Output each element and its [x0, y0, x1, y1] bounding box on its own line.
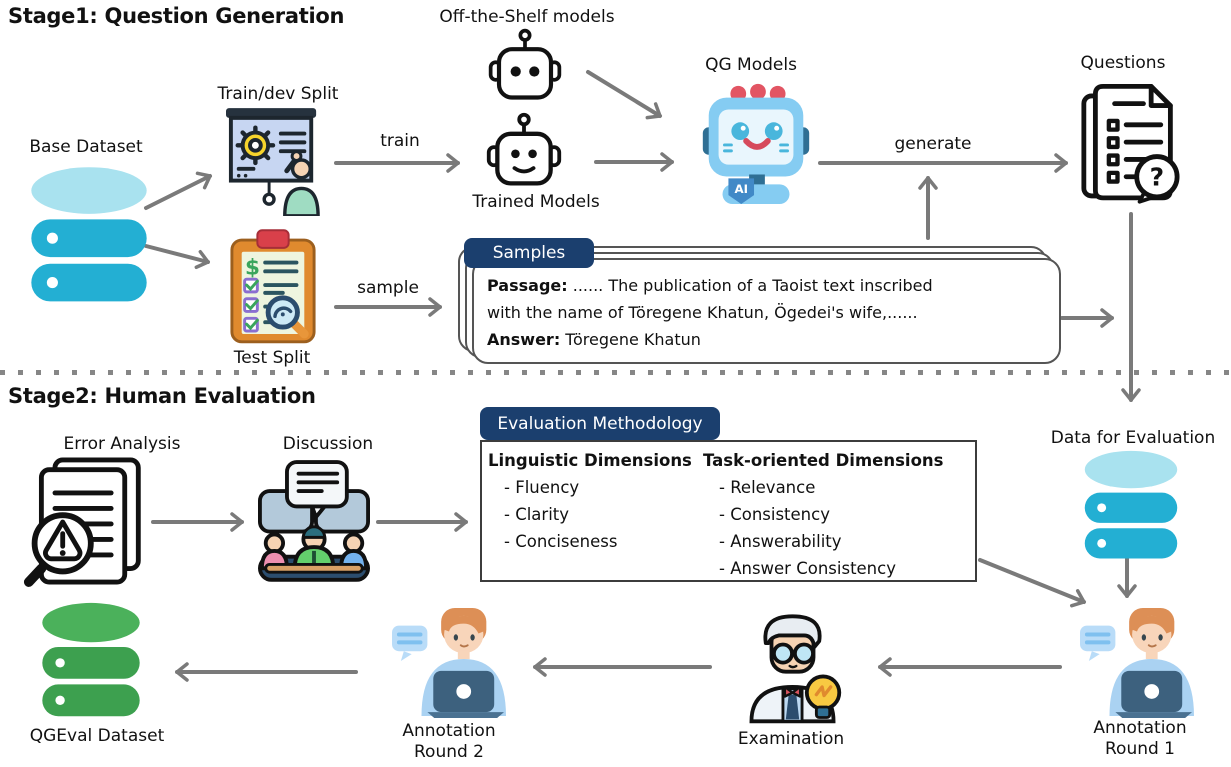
evaluation-methodology-box [480, 440, 977, 582]
discussion-label: Discussion [282, 434, 374, 454]
discussion-icon [258, 460, 370, 582]
task-item-answerability: - Answerability [719, 532, 842, 551]
qgeval-dataset-label: QGEval Dataset [29, 726, 165, 746]
linguistic-item-clarity: - Clarity [504, 505, 570, 524]
error-analysis-icon [23, 457, 141, 587]
error-analysis-label: Error Analysis [63, 434, 181, 454]
trained-models-label: Trained Models [472, 192, 600, 212]
samples-passage-line1: Passage: ...... The publication of a Tao… [487, 272, 933, 299]
task-oriented-dimensions-header: Task-oriented Dimensions [703, 451, 944, 470]
annotation-round2-person-icon [392, 607, 506, 718]
samples-passage-line2: with the name of Töregene Khatun, Ögedei… [487, 303, 918, 322]
base-dataset-database-icon [31, 167, 147, 302]
svg-text:$: $ [245, 255, 260, 280]
task-item-consistency: - Consistency [719, 505, 830, 524]
stage2-title: Stage2: Human Evaluation [8, 384, 316, 408]
qgeval-dataset-database-icon [42, 602, 140, 717]
data-for-evaluation-label: Data for Evaluation [1050, 428, 1216, 448]
arrow-offshelf-to-qg [586, 70, 662, 120]
test-split-clipboard-icon: $ [230, 229, 316, 344]
answer-text: Töregene Khatun [560, 330, 701, 349]
annotation-round1-person-icon [1080, 607, 1194, 718]
evaluation-methodology-title: Evaluation Methodology [497, 413, 703, 434]
trained-models-robot-icon [486, 112, 562, 186]
questions-label: Questions [1080, 53, 1166, 73]
base-dataset-label: Base Dataset [29, 137, 143, 157]
annotation-round2-label: Annotation Round 2 [402, 721, 495, 763]
linguistic-item-conciseness: - Conciseness [504, 532, 618, 551]
generate-edge-label: generate [894, 134, 972, 154]
linguistic-dimensions-header: Linguistic Dimensions [488, 451, 692, 470]
train-dev-split-label: Train/dev Split [217, 84, 339, 104]
arrow-base-to-traindev [144, 171, 212, 210]
samples-answer-line: Answer: Töregene Khatun [487, 326, 701, 353]
svg-text:?: ? [1150, 162, 1165, 191]
examination-label: Examination [737, 729, 845, 749]
examination-scientist-icon [749, 614, 842, 724]
samples-card-front [472, 258, 1061, 364]
task-item-answer-consistency: - Answer Consistency [719, 559, 896, 578]
passage-text-1: ...... The publication of a Taoist text … [567, 276, 933, 295]
answer-label: Answer: [487, 330, 561, 349]
annotation-round2-line2: Round 2 [413, 742, 485, 762]
task-oriented-dimensions-column: Task-oriented Dimensions - Relevance - C… [703, 447, 943, 582]
linguistic-item-fluency: - Fluency [504, 478, 580, 497]
off-the-shelf-robot-icon [488, 28, 562, 100]
train-dev-split-presentation-icon [226, 108, 320, 216]
qg-models-label: QG Models [705, 55, 797, 75]
sample-edge-label: sample [357, 278, 419, 298]
annotation-round1-line2: Round 1 [1104, 739, 1176, 759]
stage-divider-dotted-line [0, 370, 1231, 375]
task-item-relevance: - Relevance [719, 478, 816, 497]
annotation-round1-label: Annotation Round 1 [1093, 718, 1186, 760]
samples-tab-label: Samples [492, 243, 566, 263]
stage1-title: Stage1: Question Generation [8, 4, 345, 28]
qg-models-ai-robot-icon: AI [702, 83, 810, 205]
train-edge-label: train [380, 131, 420, 151]
samples-tab: Samples [464, 238, 594, 268]
off-the-shelf-label: Off-the-Shelf models [439, 7, 615, 27]
arrow-methodology-to-round1 [978, 558, 1086, 608]
data-for-evaluation-database-icon [1084, 450, 1178, 559]
evaluation-methodology-tab: Evaluation Methodology [480, 407, 720, 440]
questions-document-icon: ? [1081, 83, 1180, 204]
test-split-label: Test Split [233, 348, 311, 368]
arrow-base-to-testsplit [144, 244, 210, 269]
linguistic-dimensions-column: Linguistic Dimensions - Fluency - Clarit… [488, 447, 692, 555]
passage-label: Passage: [487, 276, 568, 295]
qg-robot-ai-badge: AI [734, 182, 748, 196]
annotation-round1-line1: Annotation [1093, 718, 1187, 738]
annotation-round2-line1: Annotation [402, 721, 496, 741]
